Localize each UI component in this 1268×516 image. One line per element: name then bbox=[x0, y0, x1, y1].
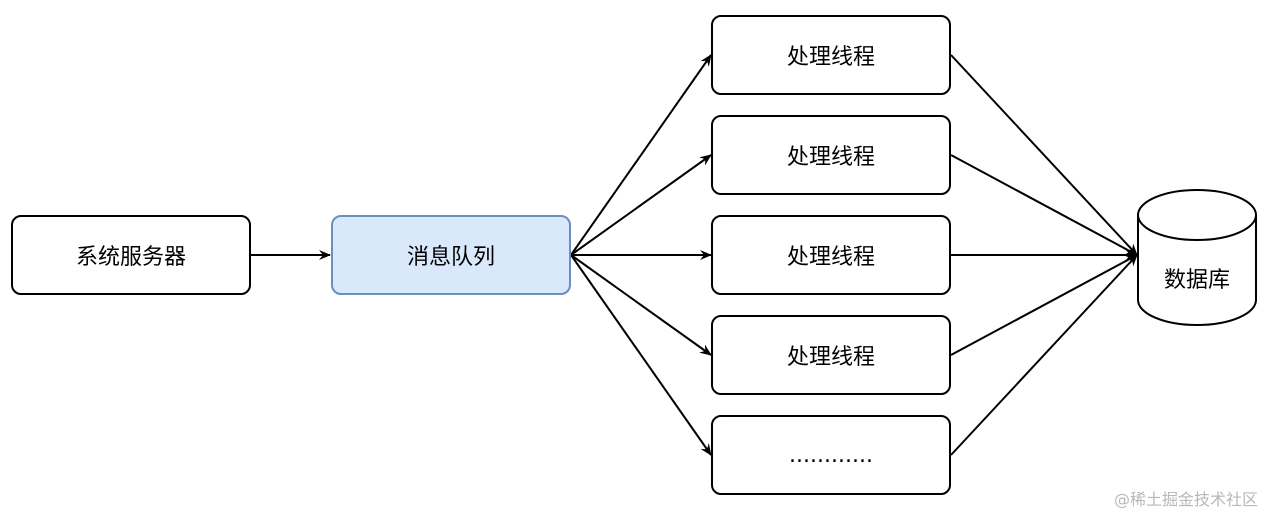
arrow-worker-5-to-db bbox=[950, 254, 1138, 456]
arrow-worker-2-to-db bbox=[950, 154, 1138, 256]
worker-thread-node-2[interactable]: 处理线程 bbox=[711, 115, 951, 195]
message-queue-label: 消息队列 bbox=[406, 245, 495, 270]
worker-thread-node-ellipsis[interactable]: ............ bbox=[711, 415, 951, 495]
system-server-label: 系统服务器 bbox=[75, 245, 186, 270]
worker-thread-node-4[interactable]: 处理线程 bbox=[711, 315, 951, 395]
arrow-queue-to-worker-5 bbox=[570, 254, 712, 456]
arrow-worker-1-to-db bbox=[950, 54, 1138, 256]
worker-thread-node-3[interactable]: 处理线程 bbox=[711, 215, 951, 295]
arrow-queue-to-worker-4 bbox=[570, 254, 712, 356]
worker-thread-label: 处理线程 bbox=[786, 345, 875, 370]
arrow-worker-4-to-db bbox=[950, 254, 1138, 356]
arrow-queue-to-worker-2 bbox=[570, 154, 712, 256]
database-label: 数据库 bbox=[1163, 268, 1230, 293]
database-cylinder bbox=[1137, 189, 1257, 326]
worker-thread-node-1[interactable]: 处理线程 bbox=[711, 15, 951, 95]
worker-thread-label: 处理线程 bbox=[786, 245, 875, 270]
message-queue-node[interactable]: 消息队列 bbox=[331, 215, 571, 295]
worker-thread-label: 处理线程 bbox=[786, 45, 875, 70]
worker-thread-label: 处理线程 bbox=[786, 145, 875, 170]
worker-thread-ellipsis-label: ............ bbox=[789, 442, 873, 468]
system-server-node[interactable]: 系统服务器 bbox=[11, 215, 251, 295]
arrow-queue-to-worker-1 bbox=[570, 54, 712, 256]
watermark: @稀土掘金技术社区 bbox=[1113, 490, 1258, 509]
